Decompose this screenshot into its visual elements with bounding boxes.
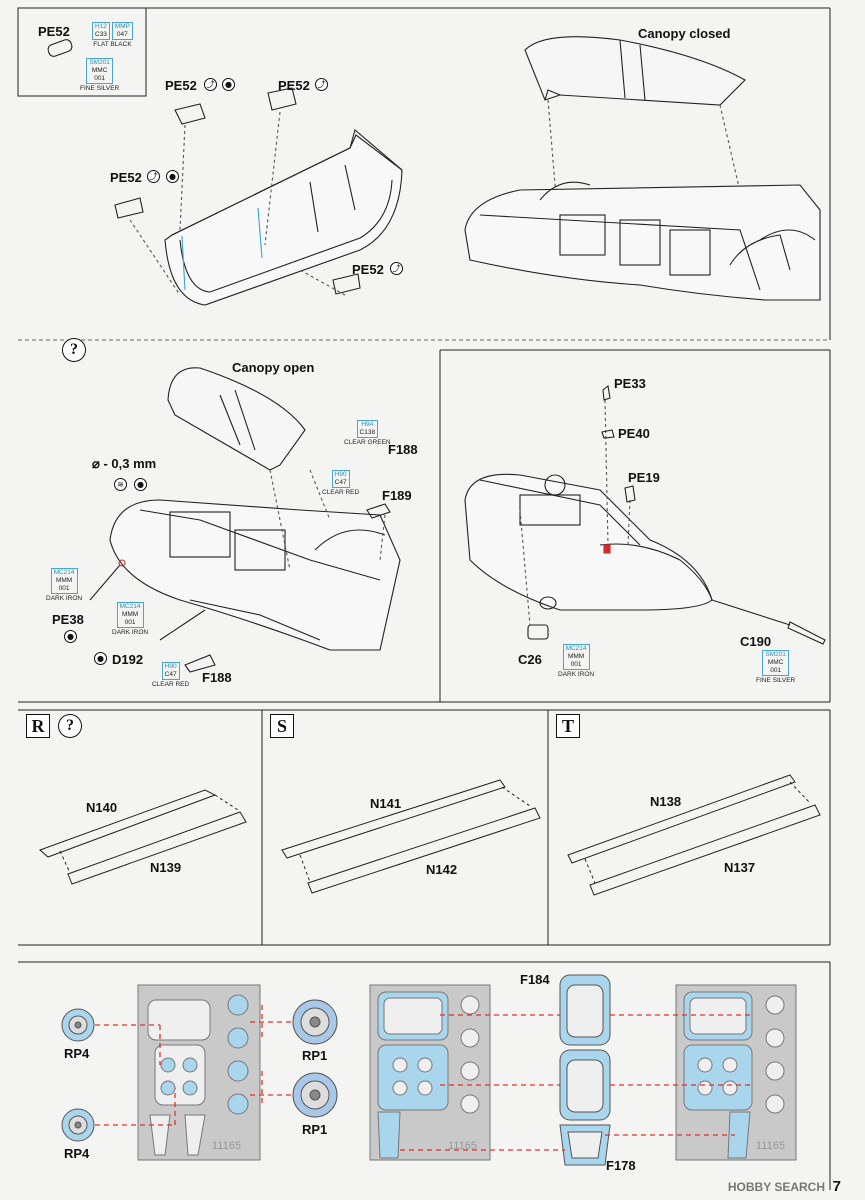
step-s-label: S bbox=[270, 714, 294, 738]
callout-pe52: PE52 bbox=[110, 170, 142, 185]
part-n140: N140 bbox=[86, 800, 118, 815]
sheet-number: 11165 bbox=[212, 1140, 241, 1152]
canopy-closed-drawing bbox=[464, 36, 821, 301]
pe52-legend-shape bbox=[47, 39, 73, 57]
bend-icon: ⤴ bbox=[147, 170, 160, 183]
label-rp1: RP1 bbox=[302, 1122, 328, 1137]
sheet-number: 11165 bbox=[448, 1140, 477, 1152]
question-icon: ? bbox=[58, 714, 82, 738]
step-r-label: R bbox=[26, 714, 50, 738]
part-n139: N139 bbox=[150, 860, 182, 875]
watermark: HOBBY SEARCH bbox=[727, 1180, 825, 1194]
canopy-open-drawing bbox=[89, 367, 401, 673]
part-n138: N138 bbox=[650, 794, 682, 809]
part-pe40: PE40 bbox=[618, 426, 650, 441]
canopy-closed-title: Canopy closed bbox=[638, 26, 731, 41]
nose-section-drawing bbox=[464, 384, 826, 645]
mask-canopy-parts bbox=[559, 974, 611, 1166]
part-c190: C190 bbox=[740, 634, 772, 649]
bend-icon: ⤴ bbox=[204, 78, 217, 91]
question-icon: ? bbox=[62, 338, 86, 362]
part-f188: F188 bbox=[388, 442, 418, 457]
mask-sheet-1 bbox=[137, 984, 261, 1161]
label-rp1: RP1 bbox=[302, 1048, 328, 1063]
mask-leader-lines bbox=[95, 1005, 752, 1151]
mask-sheet-3 bbox=[675, 984, 797, 1161]
bend-icon: ⤴ bbox=[315, 78, 328, 91]
part-d192: D192 bbox=[112, 652, 144, 667]
label-rp4: RP4 bbox=[64, 1146, 90, 1161]
glue-icon: ● bbox=[134, 478, 147, 491]
glue-icon: ● bbox=[64, 630, 77, 643]
step-t-label: T bbox=[556, 714, 580, 738]
canopy-frame-drawing bbox=[114, 87, 403, 306]
part-pe38: PE38 bbox=[52, 612, 84, 627]
bend-icon: ⤴ bbox=[390, 262, 403, 275]
page-number: 7 bbox=[832, 1178, 841, 1195]
pe52-legend-label: PE52 bbox=[38, 24, 70, 39]
part-n141: N141 bbox=[370, 796, 402, 811]
part-n142: N142 bbox=[426, 862, 458, 877]
mask-sheet-2 bbox=[369, 984, 491, 1161]
wheel-rp1-bottom bbox=[292, 1072, 338, 1118]
callout-pe52: PE52 bbox=[165, 78, 197, 93]
step-s-rails bbox=[281, 779, 541, 894]
callout-pe52: PE52 bbox=[278, 78, 310, 93]
part-f188: F188 bbox=[202, 670, 232, 685]
part-pe19: PE19 bbox=[628, 470, 660, 485]
label-f184: F184 bbox=[520, 972, 550, 987]
part-pe33: PE33 bbox=[614, 376, 646, 391]
canopy-open-title: Canopy open bbox=[232, 360, 315, 375]
label-rp4: RP4 bbox=[64, 1046, 90, 1061]
drill-icon: ≋ bbox=[114, 478, 127, 491]
wheel-rp1-top bbox=[292, 999, 338, 1045]
glue-icon: ● bbox=[94, 652, 107, 665]
glue-icon: ● bbox=[222, 78, 235, 91]
step-r-rails bbox=[39, 789, 247, 885]
sheet-number: 11165 bbox=[756, 1140, 785, 1152]
callout-pe52: PE52 bbox=[352, 262, 384, 277]
part-c26: C26 bbox=[518, 652, 542, 667]
wheel-rp4-top bbox=[61, 1008, 95, 1042]
part-f189: F189 bbox=[382, 488, 412, 503]
drill-size: ⌀ - 0,3 mm bbox=[92, 456, 157, 471]
glue-icon: ● bbox=[166, 170, 179, 183]
step-t-rails bbox=[567, 774, 821, 896]
wheel-rp4-bottom bbox=[61, 1108, 95, 1142]
label-f178: F178 bbox=[606, 1158, 636, 1173]
part-n137: N137 bbox=[724, 860, 756, 875]
